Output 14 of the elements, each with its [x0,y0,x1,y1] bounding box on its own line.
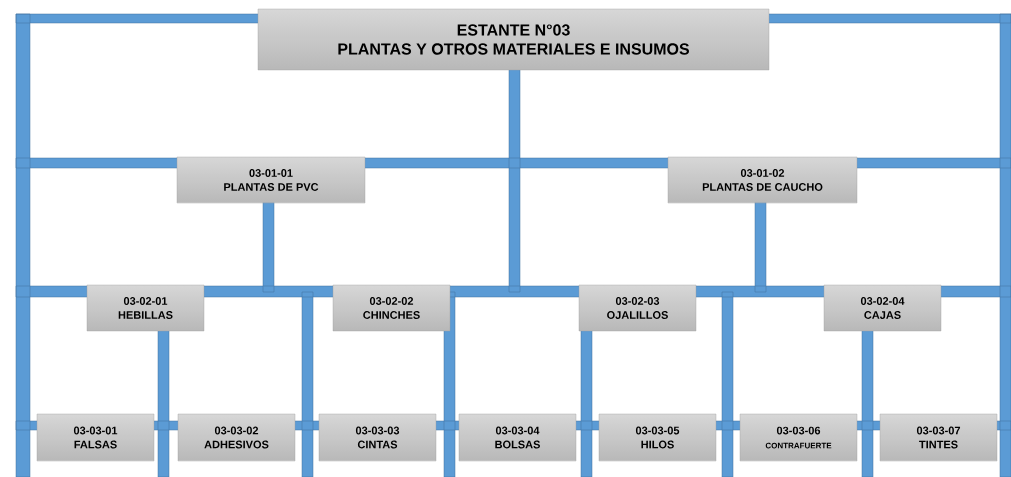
label-box: 03-03-03 CINTAS [318,413,437,462]
title-box: ESTANTE N°03 PLANTAS Y OTROS MATERIALES E INSUMOS [257,8,770,71]
label-box: 03-02-01 HEBILLAS [86,284,205,332]
label-box: 03-03-02 ADHESIVOS [177,413,296,462]
label-box: 03-03-05 HILOS [598,413,717,462]
label-box: 03-03-04 BOLSAS [458,413,577,462]
label-box: 03-03-06 CONTRAFUERTE [739,413,858,462]
label-box: 03-02-02 CHINCHES [332,284,451,332]
label-box: 03-03-01 FALSAS [36,413,155,462]
label-box: 03-02-03 OJALILLOS [578,284,697,332]
label-box: 03-03-07 TINTES [879,413,998,462]
label-box: 03-01-02 PLANTAS DE CAUCHO [667,156,858,204]
label-box: 03-01-01 PLANTAS DE PVC [176,156,366,204]
label-box: 03-02-04 CAJAS [823,284,942,332]
